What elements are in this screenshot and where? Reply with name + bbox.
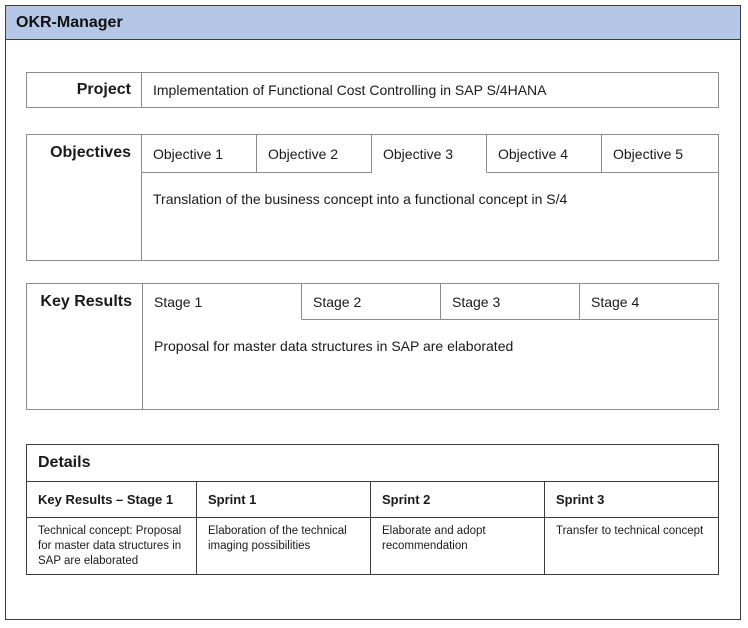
okr-manager-window: OKR-Manager Project Implementation of Fu… xyxy=(5,5,741,620)
tab-objective-1[interactable]: Objective 1 xyxy=(142,135,257,173)
details-section: Details Key Results – Stage 1 Technical … xyxy=(26,444,719,575)
project-value[interactable]: Implementation of Functional Cost Contro… xyxy=(153,82,547,98)
details-column-sprint-1: Sprint 1 Elaboration of the technical im… xyxy=(197,482,371,574)
objectives-label: Objectives xyxy=(27,135,142,260)
details-cell-sprint-2: Elaborate and adopt recommendation xyxy=(382,525,486,552)
tab-objective-5[interactable]: Objective 5 xyxy=(602,135,718,173)
details-cell-key-results: Technical concept: Proposal for master d… xyxy=(38,525,182,567)
window-title: OKR-Manager xyxy=(6,6,740,40)
key-results-label: Key Results xyxy=(27,284,143,409)
tab-stage-3[interactable]: Stage 3 xyxy=(441,284,580,320)
objectives-tabbar: Objective 1 Objective 2 Objective 3 Obje… xyxy=(142,135,718,173)
details-table: Key Results – Stage 1 Technical concept:… xyxy=(27,482,718,574)
project-label: Project xyxy=(27,73,142,107)
details-title: Details xyxy=(27,445,718,482)
tab-objective-2[interactable]: Objective 2 xyxy=(257,135,372,173)
details-header-sprint-3: Sprint 3 xyxy=(545,482,718,518)
tab-stage-4[interactable]: Stage 4 xyxy=(580,284,718,320)
key-results-section: Key Results Stage 1 Stage 2 Stage 3 Stag… xyxy=(26,283,719,410)
project-section: Project Implementation of Functional Cos… xyxy=(26,72,719,108)
tab-objective-3[interactable]: Objective 3 xyxy=(372,135,487,173)
details-header-sprint-2: Sprint 2 xyxy=(371,482,544,518)
tab-stage-2[interactable]: Stage 2 xyxy=(302,284,441,320)
tab-stage-1[interactable]: Stage 1 xyxy=(143,284,302,320)
tab-objective-4[interactable]: Objective 4 xyxy=(487,135,602,173)
details-header-sprint-1: Sprint 1 xyxy=(197,482,370,518)
key-result-description: Proposal for master data structures in S… xyxy=(154,338,514,354)
objective-description: Translation of the business concept into… xyxy=(153,191,568,207)
details-column-key-results: Key Results – Stage 1 Technical concept:… xyxy=(27,482,197,574)
details-column-sprint-2: Sprint 2 Elaborate and adopt recommendat… xyxy=(371,482,545,574)
details-column-sprint-3: Sprint 3 Transfer to technical concept xyxy=(545,482,718,574)
details-header-key-results: Key Results – Stage 1 xyxy=(27,482,196,518)
details-cell-sprint-3: Transfer to technical concept xyxy=(556,525,704,537)
details-cell-sprint-1: Elaboration of the technical imaging pos… xyxy=(208,525,347,552)
objectives-section: Objectives Objective 1 Objective 2 Objec… xyxy=(26,134,719,261)
key-results-tabbar: Stage 1 Stage 2 Stage 3 Stage 4 xyxy=(143,284,718,320)
